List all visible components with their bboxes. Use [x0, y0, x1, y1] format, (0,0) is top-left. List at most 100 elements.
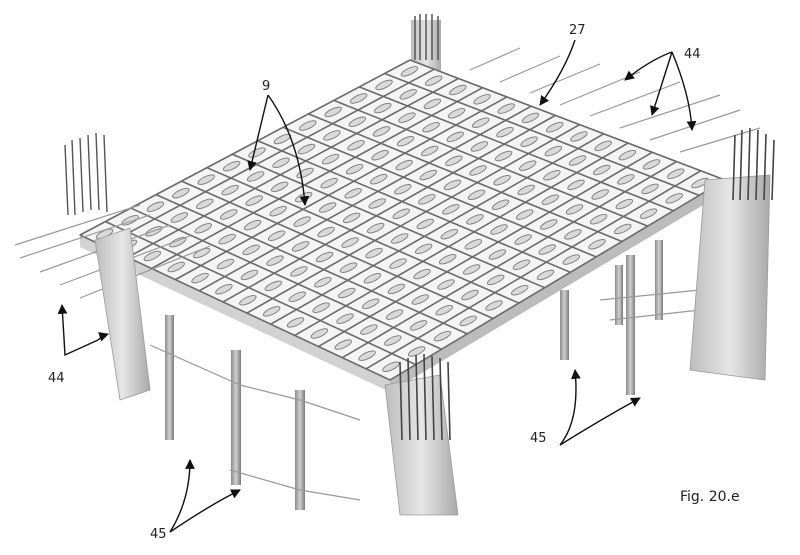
void-former — [239, 295, 257, 306]
void-former — [467, 189, 486, 201]
void-former — [445, 155, 463, 166]
void-former — [667, 168, 685, 179]
void-former — [167, 261, 185, 273]
rebar-line — [105, 220, 417, 366]
void-former — [421, 145, 439, 157]
rebar-line — [282, 126, 597, 258]
rebar-line — [333, 99, 648, 227]
void-former — [363, 273, 382, 284]
label-void-formers: 9 — [262, 79, 270, 94]
void-former — [398, 112, 416, 123]
void-former — [361, 298, 380, 310]
void-former — [245, 195, 263, 206]
void-former — [143, 250, 162, 262]
void-former — [592, 164, 611, 176]
void-former — [614, 223, 632, 235]
void-former — [437, 279, 455, 290]
rebar-line — [222, 114, 556, 303]
void-former — [409, 320, 428, 331]
void-former — [389, 258, 407, 269]
void-former — [488, 249, 507, 260]
void-former — [641, 183, 659, 195]
void-former — [170, 212, 189, 223]
void-former — [447, 108, 466, 119]
void-former — [336, 313, 354, 324]
void-former — [299, 120, 317, 131]
label-edge-reinforcement: 27 — [569, 23, 586, 38]
void-former — [400, 66, 419, 77]
void-former — [639, 208, 658, 219]
void-former — [691, 177, 709, 189]
void-former — [384, 335, 402, 346]
void-former — [321, 153, 340, 165]
void-former — [443, 179, 462, 191]
void-former — [517, 184, 535, 196]
void-former — [564, 229, 582, 240]
void-former — [496, 126, 514, 138]
void-former — [544, 145, 563, 157]
column-right — [689, 127, 775, 381]
void-former — [541, 194, 560, 205]
void-former — [310, 328, 329, 339]
void-former — [358, 350, 376, 361]
void-former — [570, 131, 588, 142]
void-former — [486, 274, 505, 286]
void-former — [345, 163, 364, 175]
rebar-line — [341, 160, 677, 359]
void-former — [194, 223, 212, 234]
void-former — [246, 171, 265, 182]
void-former — [473, 94, 491, 105]
rebar-line — [206, 166, 520, 304]
void-former — [342, 212, 361, 224]
void-former — [419, 169, 438, 181]
void-former — [390, 233, 409, 244]
rebar-line — [270, 133, 605, 325]
void-former — [318, 202, 337, 213]
void-former — [414, 243, 433, 255]
void-former — [514, 234, 532, 245]
void-former — [565, 204, 584, 215]
void-former — [442, 204, 460, 215]
void-former — [394, 184, 412, 195]
void-former — [338, 287, 356, 299]
void-former — [466, 214, 484, 225]
label-props-bottom: 45 — [150, 527, 167, 542]
void-former — [323, 130, 341, 141]
rebar-line — [294, 142, 629, 337]
void-former — [449, 84, 467, 96]
void-former — [540, 219, 558, 230]
void-former — [446, 131, 464, 143]
void-former — [286, 317, 305, 328]
rebar-line — [181, 180, 494, 320]
void-former — [197, 174, 215, 185]
void-former — [591, 189, 609, 200]
void-former — [371, 149, 389, 161]
figure-caption: Fig. 20.e — [680, 489, 740, 505]
column-front — [384, 353, 459, 516]
void-former — [243, 219, 262, 231]
label-starter-bars-left: 44 — [48, 371, 65, 386]
rebar-line — [358, 86, 674, 212]
void-former — [470, 141, 489, 152]
label-props-right: 45 — [530, 431, 547, 446]
void-former — [293, 216, 311, 227]
void-former — [290, 266, 308, 277]
void-former — [172, 187, 190, 199]
void-former — [589, 213, 608, 225]
void-former — [269, 205, 287, 217]
void-former — [588, 239, 606, 250]
void-former — [422, 122, 440, 133]
void-former — [416, 218, 435, 230]
void-former — [568, 155, 587, 166]
void-former — [567, 179, 585, 191]
void-former — [494, 150, 513, 162]
void-former — [242, 244, 260, 256]
void-former — [366, 222, 385, 234]
void-former — [264, 280, 283, 292]
void-former — [368, 198, 386, 209]
column-front-left — [64, 132, 151, 401]
rebar-line — [103, 68, 435, 247]
void-former — [146, 201, 165, 212]
void-former — [411, 294, 430, 305]
void-former — [395, 159, 413, 171]
